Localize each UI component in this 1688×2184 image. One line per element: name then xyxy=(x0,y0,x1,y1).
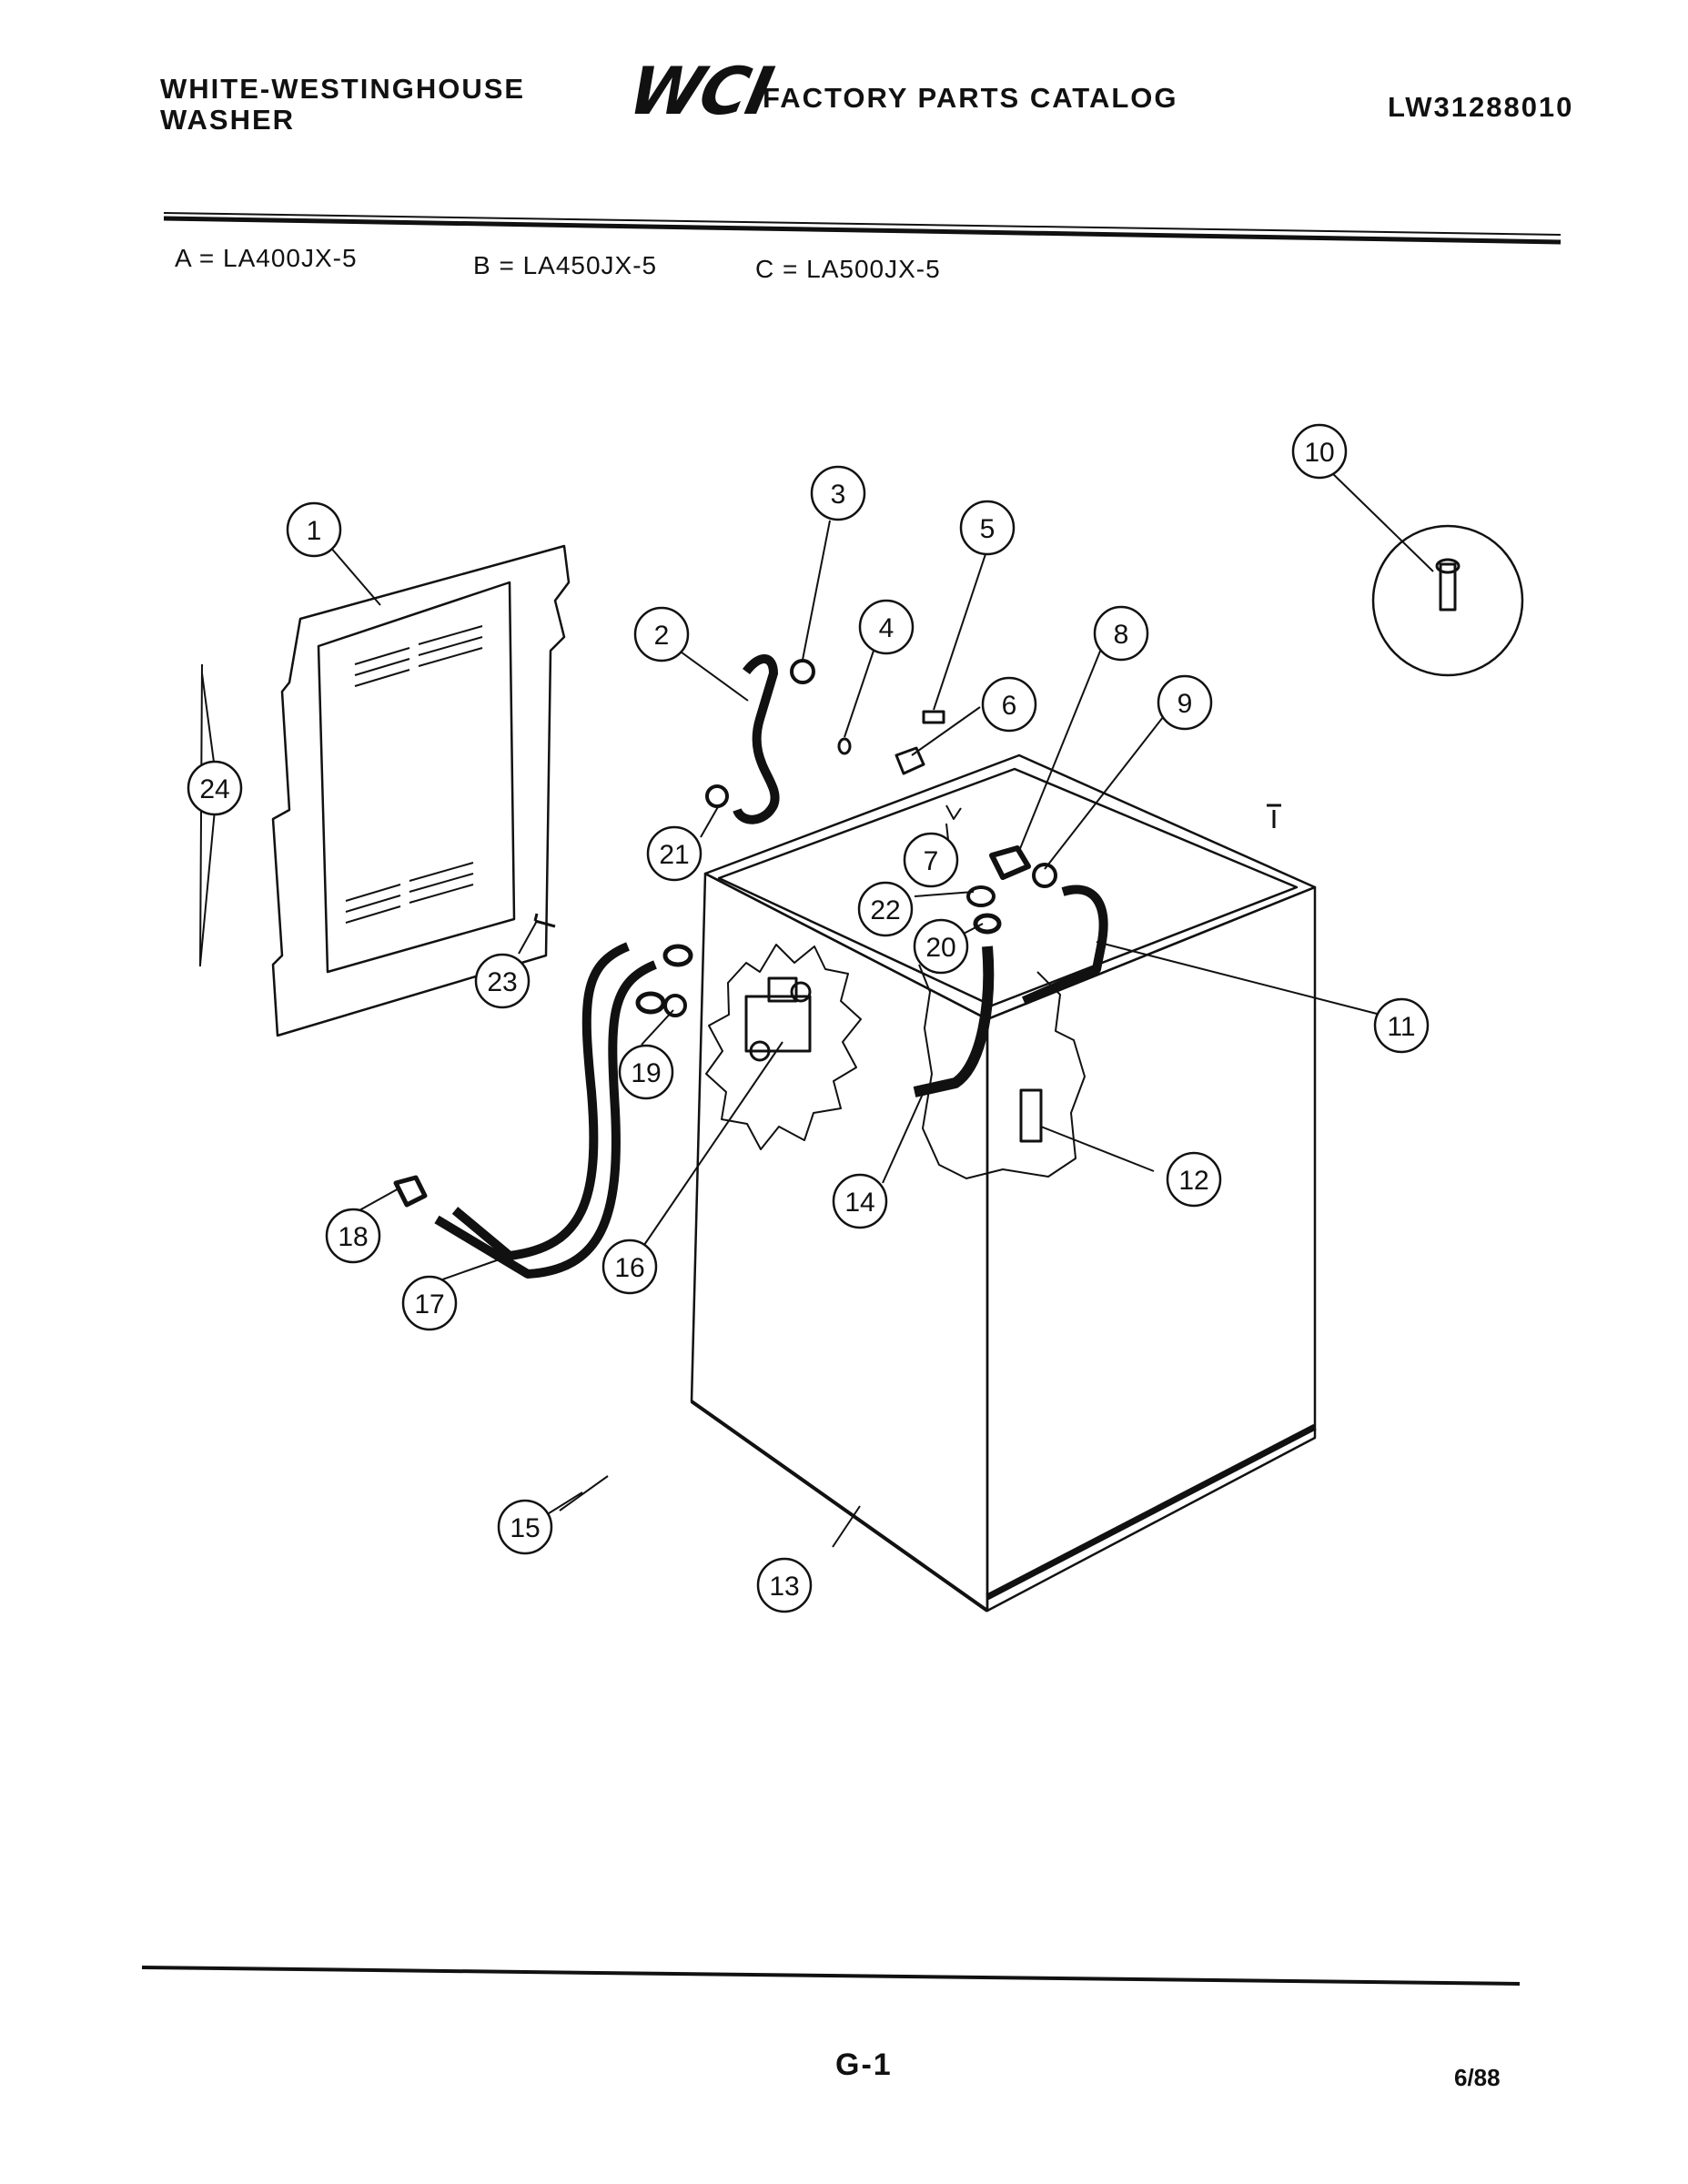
tube-11 xyxy=(1021,885,1108,1006)
clamp-9 xyxy=(1032,863,1057,888)
cabinet xyxy=(690,753,1317,1613)
hose-fitting-17b xyxy=(635,991,666,1015)
callout-14: 14 xyxy=(832,1173,888,1229)
svg-text:7: 7 xyxy=(924,846,939,876)
svg-text:19: 19 xyxy=(631,1058,661,1088)
rod-24 xyxy=(199,663,203,967)
clamp-3 xyxy=(790,659,815,684)
callout-19: 19 xyxy=(618,1044,674,1100)
drain-hose-14 xyxy=(913,945,995,1097)
svg-text:1: 1 xyxy=(307,516,322,546)
detail-10 xyxy=(1371,524,1524,677)
bracket-5 xyxy=(922,710,945,724)
washer-19 xyxy=(663,994,687,1017)
grommet-20 xyxy=(973,913,1002,935)
svg-text:12: 12 xyxy=(1178,1166,1208,1196)
callout-24: 24 xyxy=(187,760,243,816)
svg-text:11: 11 xyxy=(1387,1012,1415,1042)
callout-9: 9 xyxy=(1157,674,1213,731)
svg-text:13: 13 xyxy=(769,1572,799,1602)
screw-4 xyxy=(837,737,852,755)
callout-5: 5 xyxy=(959,500,1016,556)
callout-22: 22 xyxy=(857,881,914,937)
svg-text:3: 3 xyxy=(831,480,846,510)
fill-hoses-17 xyxy=(434,942,657,1279)
svg-text:22: 22 xyxy=(870,895,900,925)
callout-2: 2 xyxy=(633,606,690,662)
callout-12: 12 xyxy=(1166,1151,1222,1208)
callout-16: 16 xyxy=(601,1239,658,1295)
svg-text:18: 18 xyxy=(338,1222,368,1252)
hose-fitting-17a xyxy=(662,944,693,967)
header-rule-thin xyxy=(163,212,1562,236)
screw-15 xyxy=(559,1475,609,1512)
svg-text:5: 5 xyxy=(980,514,996,544)
model-c: C = LA500JX-5 xyxy=(755,255,941,283)
callout-4: 4 xyxy=(858,599,915,655)
svg-text:10: 10 xyxy=(1304,438,1334,468)
fill-hose-2 xyxy=(733,654,780,824)
callout-7: 7 xyxy=(903,832,959,888)
callout-11: 11 xyxy=(1373,997,1430,1054)
callout-13: 13 xyxy=(756,1557,813,1613)
model-b: B = LA450JX-5 xyxy=(473,251,658,279)
callout-17: 17 xyxy=(401,1275,458,1331)
screw-top-right xyxy=(1267,804,1281,828)
revision-date: 6/88 xyxy=(1454,2064,1501,2091)
callout-8: 8 xyxy=(1093,605,1149,662)
water-valve-16 xyxy=(744,976,812,1062)
clip-12 xyxy=(1019,1088,1043,1143)
svg-text:24: 24 xyxy=(199,774,229,804)
clip-6 xyxy=(895,746,925,775)
callout-10: 10 xyxy=(1291,423,1348,480)
callout-21: 21 xyxy=(646,825,702,882)
document-number: LW31288010 xyxy=(1388,91,1574,123)
cap-18 xyxy=(393,1175,428,1208)
callout-1: 1 xyxy=(286,501,342,558)
svg-text:15: 15 xyxy=(510,1513,540,1543)
callout-23: 23 xyxy=(474,953,531,1009)
clamp-21 xyxy=(705,784,729,808)
callout-6: 6 xyxy=(981,676,1037,733)
callout-15: 15 xyxy=(497,1499,553,1555)
svg-text:4: 4 xyxy=(879,613,895,643)
grommet-22 xyxy=(966,885,996,907)
svg-text:8: 8 xyxy=(1114,620,1129,650)
svg-text:16: 16 xyxy=(614,1253,644,1283)
svg-text:17: 17 xyxy=(414,1289,444,1320)
svg-text:20: 20 xyxy=(925,933,955,963)
svg-text:23: 23 xyxy=(487,967,517,997)
callout-20: 20 xyxy=(913,918,969,975)
header-rule xyxy=(163,216,1562,245)
callout-3: 3 xyxy=(810,465,866,521)
screw-23 xyxy=(533,913,556,928)
svg-text:21: 21 xyxy=(659,840,689,870)
callout-18: 18 xyxy=(325,1208,381,1264)
svg-text:2: 2 xyxy=(654,621,670,651)
svg-text:9: 9 xyxy=(1178,689,1193,719)
svg-text:6: 6 xyxy=(1002,691,1017,721)
footer-rule xyxy=(141,1966,1521,1986)
screw-7 xyxy=(945,804,962,820)
model-a: A = LA400JX-5 xyxy=(175,244,358,272)
svg-text:14: 14 xyxy=(844,1188,874,1218)
back-panel xyxy=(271,544,571,1037)
leader-lines xyxy=(199,470,1434,1548)
page-number: G-1 xyxy=(835,2048,893,2082)
fitting-8 xyxy=(989,845,1031,880)
product-type: WASHER xyxy=(160,104,296,136)
catalog-title: FACTORY PARTS CATALOG xyxy=(763,82,1178,114)
brand-name: WHITE-WESTINGHOUSE xyxy=(160,73,526,105)
